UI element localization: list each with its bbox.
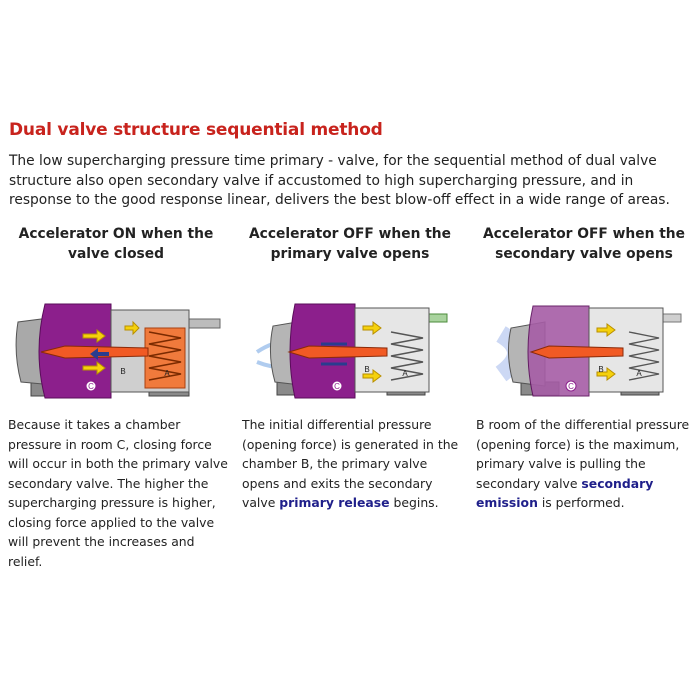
panel-heading-line1: Accelerator ON when the — [18, 226, 214, 242]
label-b: B — [364, 365, 369, 374]
arrow-icon — [321, 342, 347, 366]
label-c: C — [568, 382, 574, 391]
spring-coil — [390, 331, 424, 381]
primary-valve-opens-diagram: C B A — [255, 303, 448, 399]
highlight-secondary-emission: secondary emission — [476, 475, 654, 511]
panel-description: B room of the differential pressure (ope… — [476, 417, 690, 511]
panel-heading-line1: Accelerator OFF when the — [249, 226, 451, 242]
valve-piston — [287, 345, 388, 359]
secondary-valve-opens-diagram: C B A — [495, 305, 682, 397]
arrow-icon — [596, 323, 616, 337]
panel-heading-line1: Accelerator OFF when the — [483, 226, 685, 242]
valve-closed-diagram: C B A — [15, 303, 221, 399]
label-b: B — [598, 365, 603, 374]
spring-coil — [148, 331, 182, 381]
panel-primary-valve-opens: Accelerator OFF when the primary valve o… — [237, 225, 463, 510]
label-c: C — [334, 382, 340, 391]
intro-paragraph: The low supercharging pressure time prim… — [9, 153, 670, 208]
panel-valve-closed: Accelerator ON when the valve closed C B… — [3, 225, 229, 569]
panel-heading-line2: secondary valve opens — [495, 245, 673, 262]
arrow-icon — [362, 321, 382, 335]
label-a: A — [402, 369, 408, 378]
panel-heading: Accelerator OFF when the secondary valve… — [471, 225, 697, 264]
arrow-icon — [362, 369, 382, 383]
spring-coil — [628, 331, 660, 381]
panel-heading-line2: valve closed — [67, 245, 165, 262]
panel-heading: Accelerator OFF when the primary valve o… — [237, 225, 463, 264]
panel-secondary-valve-opens: Accelerator OFF when the secondary valve… — [471, 225, 697, 510]
valve-piston — [529, 345, 624, 359]
panel-description: The initial differential pressure (openi… — [242, 417, 459, 510]
arrow-icon — [82, 329, 106, 343]
label-c: C — [88, 382, 94, 391]
highlight-primary-release: primary release — [279, 495, 390, 510]
label-a: A — [164, 369, 170, 378]
arrow-icon — [124, 320, 140, 336]
arrow-icon — [596, 367, 616, 381]
section-title: Dual valve structure sequential method — [9, 120, 383, 140]
label-a: A — [636, 369, 642, 378]
label-b: B — [120, 367, 125, 376]
panel-heading: Accelerator ON when the valve closed — [3, 225, 229, 264]
panel-heading-line2: primary valve opens — [270, 245, 430, 262]
arrow-icon — [90, 348, 109, 360]
arrow-icon — [82, 361, 106, 375]
panel-description: Because it takes a chamber pressure in r… — [8, 417, 228, 569]
